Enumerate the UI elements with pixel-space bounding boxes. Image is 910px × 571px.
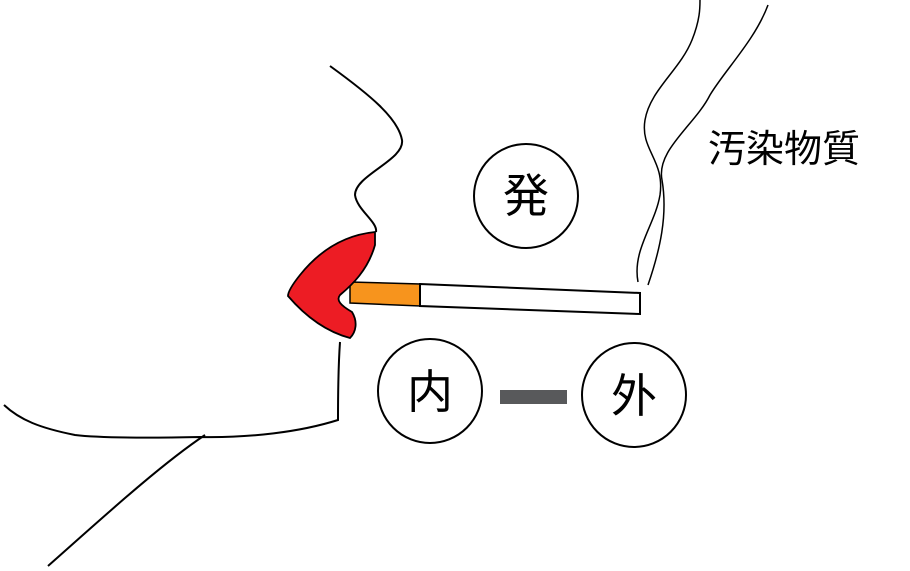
lips <box>287 231 376 340</box>
chin-outline <box>3 341 341 439</box>
neck-outline <box>47 434 206 567</box>
cigarette-filter <box>349 281 421 307</box>
outside-node: 外 <box>581 342 687 448</box>
origin-node: 発 <box>473 143 579 249</box>
face-profile-outline <box>329 65 404 233</box>
smoke-line-2 <box>647 4 769 286</box>
outside-label: 外 <box>611 369 657 423</box>
cigarette-body <box>419 282 641 316</box>
smoke-line-1 <box>636 0 701 283</box>
pollutant-label: 汚染物質 <box>708 127 860 171</box>
inside-outside-connector <box>500 390 567 404</box>
inside-node: 内 <box>377 338 483 444</box>
origin-label: 発 <box>503 169 549 223</box>
inside-label: 内 <box>407 365 453 419</box>
